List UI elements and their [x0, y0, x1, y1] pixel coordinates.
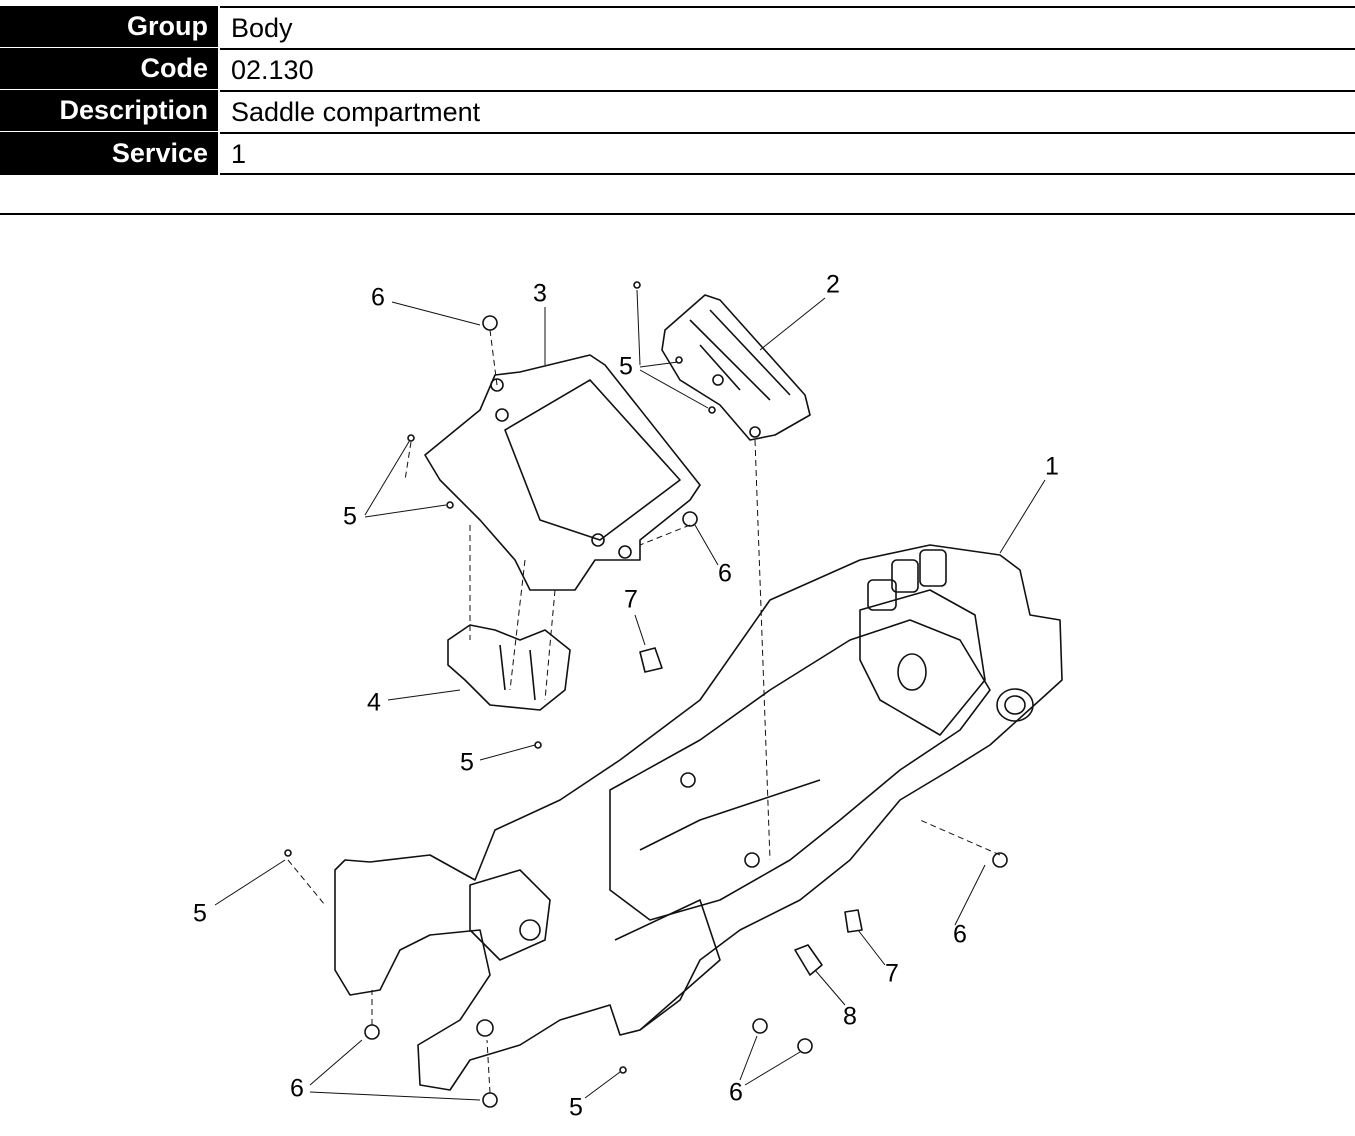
code-value: 02.130 — [220, 48, 1355, 89]
part-3-fuse-holder — [424, 354, 701, 591]
callout-8: 8 — [843, 1002, 857, 1031]
callout-5: 5 — [569, 1093, 583, 1122]
part-4-bracket — [447, 624, 571, 711]
callout-5: 5 — [193, 899, 207, 928]
part-8-connector — [794, 944, 823, 976]
description-value: Saddle compartment — [220, 90, 1355, 131]
group-label: Group — [0, 6, 218, 47]
callout-6: 6 — [729, 1078, 743, 1107]
code-label: Code — [0, 48, 218, 89]
part-1-saddle-tray — [334, 544, 1063, 1091]
callout-3: 3 — [533, 279, 547, 308]
group-value: Body — [220, 6, 1355, 47]
callout-5: 5 — [343, 502, 357, 531]
service-value: 1 — [220, 132, 1355, 175]
header-row-code: Code 02.130 — [0, 48, 1355, 89]
callout-6: 6 — [953, 920, 967, 949]
leader-lines — [214, 289, 1046, 1101]
part-7-clip-lower — [844, 909, 863, 933]
callout-4: 4 — [367, 688, 381, 717]
callout-2: 2 — [826, 270, 840, 299]
header-row-group: Group Body — [0, 6, 1355, 47]
callout-1: 1 — [1045, 452, 1059, 481]
callout-7: 7 — [624, 585, 638, 614]
callout-6: 6 — [290, 1074, 304, 1103]
callout-6: 6 — [718, 559, 732, 588]
callout-5: 5 — [619, 352, 633, 381]
description-label: Description — [0, 90, 218, 131]
dashed-assembly-lines — [287, 329, 1001, 1094]
callout-7: 7 — [885, 959, 899, 988]
header-row-service: Service 1 — [0, 132, 1355, 175]
header-row-description: Description Saddle compartment — [0, 90, 1355, 131]
callout-5: 5 — [460, 748, 474, 777]
service-label: Service — [0, 132, 218, 175]
divider — [0, 213, 1355, 215]
callout-6: 6 — [371, 283, 385, 312]
part-7-clip-upper — [639, 647, 663, 673]
part-2-cover — [661, 294, 811, 441]
